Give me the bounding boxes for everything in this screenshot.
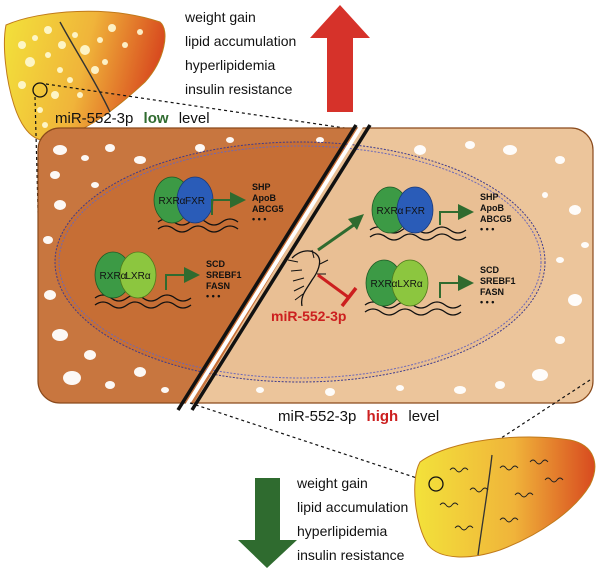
- gene-label: FASN: [206, 281, 230, 291]
- upregulate-arrow: [317, 220, 359, 252]
- rxr-label: RXRα: [100, 271, 127, 282]
- activation-arrow-icon: [458, 204, 474, 220]
- mirna-label: miR-552-3p: [271, 308, 346, 324]
- rxr-label: RXRα: [159, 196, 186, 207]
- fxr-label: FXR: [405, 206, 425, 217]
- down-arrow-icon: [238, 478, 297, 568]
- activation-arrow-icon: [184, 267, 200, 283]
- gene-label: ApoB: [252, 193, 276, 203]
- gene-label: ABCG5: [252, 204, 284, 214]
- gene-label: SHP: [252, 182, 271, 192]
- bottom-effects-list: weight gain lipid accumulation hyperlipi…: [296, 475, 408, 563]
- lxr-label: LXRα: [397, 279, 422, 290]
- gene-label: SCD: [206, 259, 226, 269]
- cell-membrane: [37, 127, 594, 404]
- top-effect-2: lipid accumulation: [185, 33, 296, 49]
- gene-label: • • •: [480, 297, 494, 307]
- gene-label: FASN: [480, 287, 504, 297]
- gene-label: ApoB: [480, 203, 504, 213]
- inhibit-line: [317, 273, 349, 299]
- zoom-line-bottom-left: [189, 402, 433, 484]
- liver-zoom-circle-bottom: [428, 476, 444, 492]
- left-fxr-complex: RXRα FXR SHP ApoB ABCG5 • • •: [153, 176, 284, 233]
- right-fxr-complex: RXRα FXR SHP ApoB ABCG5 • • •: [369, 186, 512, 241]
- lxr-label: LXRα: [125, 271, 150, 282]
- bottom-effect-2: lipid accumulation: [297, 499, 408, 515]
- activation-arrow-icon: [458, 275, 474, 291]
- gene-label: • • •: [206, 291, 220, 301]
- gene-label: SREBF1: [206, 270, 242, 280]
- gene-label: SREBF1: [480, 276, 516, 286]
- top-effect-4: insulin resistance: [185, 81, 293, 97]
- liver-top: [3, 10, 166, 142]
- top-effects-list: weight gain lipid accumulation hyperlipi…: [184, 9, 296, 97]
- zoom-line-top-right: [45, 83, 359, 131]
- gene-label: SHP: [480, 192, 499, 202]
- gene-label: • • •: [252, 214, 266, 224]
- mirna-hairpin-icon: [287, 249, 329, 307]
- rxr-label: RXRα: [377, 206, 404, 217]
- bottom-effect-1: weight gain: [296, 475, 368, 491]
- low-level-label: miR-552-3p low level: [55, 110, 210, 127]
- top-effect-3: hyperlipidemia: [185, 57, 275, 73]
- fxr-label: FXR: [185, 196, 205, 207]
- rxr-label: RXRα: [371, 279, 398, 290]
- state-divider: [176, 123, 372, 412]
- bottom-effect-3: hyperlipidemia: [297, 523, 387, 539]
- right-lxr-complex: RXRα LXRα SCD SREBF1 FASN • • •: [364, 259, 516, 316]
- liver-bottom: [414, 436, 596, 558]
- zoom-line-top-left: [34, 96, 43, 361]
- left-lxr-complex: RXRα LXRα SCD SREBF1 FASN • • •: [94, 251, 242, 309]
- inhibit-bar-icon: [340, 286, 358, 308]
- lxr-protein: [391, 259, 429, 307]
- nucleus-envelope: [54, 141, 546, 383]
- gene-label: ABCG5: [480, 214, 512, 224]
- gene-label: • • •: [480, 224, 494, 234]
- top-effect-1: weight gain: [184, 9, 256, 25]
- arrowhead-icon: [348, 214, 364, 230]
- high-level-label: miR-552-3p high level: [278, 408, 439, 425]
- bottom-effect-4: insulin resistance: [297, 547, 405, 563]
- fxr-protein: [396, 186, 434, 234]
- liver-zoom-circle-top: [32, 82, 48, 98]
- lxr-protein: [119, 251, 157, 299]
- gene-label: SCD: [480, 265, 500, 275]
- activation-arrow-icon: [230, 192, 246, 208]
- up-arrow-icon: [310, 5, 370, 112]
